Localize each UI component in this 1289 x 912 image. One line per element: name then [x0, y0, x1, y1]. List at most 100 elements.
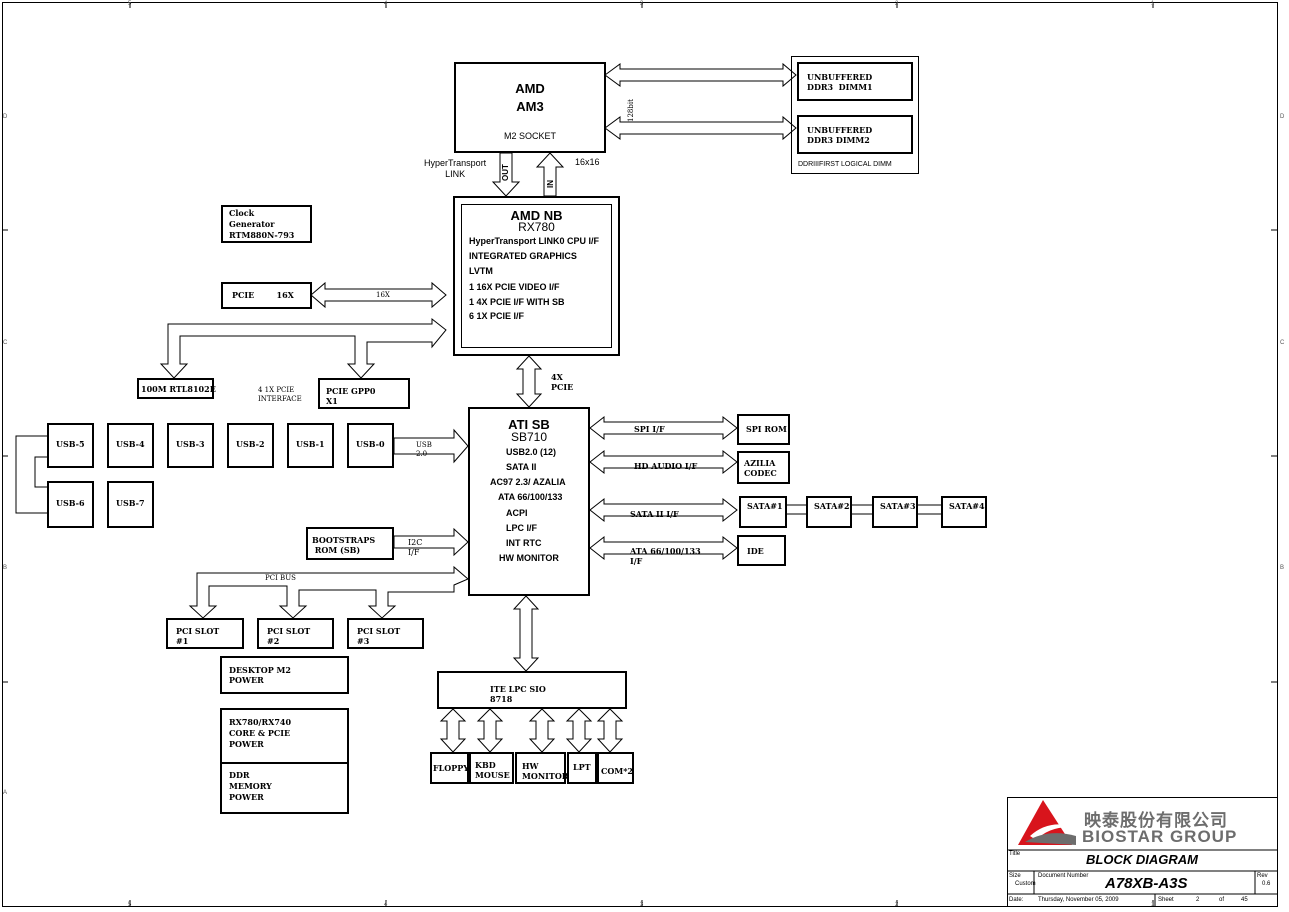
nb-feature-1: INTEGRATED GRAPHICS: [469, 251, 577, 261]
usb-loop-wire: [15, 435, 47, 514]
pcie-x1-interface-label: 4 1X PCIE INTERFACE: [258, 386, 302, 403]
nb-feature-2: LVTM: [469, 266, 493, 276]
frame-col-3: 3: [640, 1, 644, 7]
spi-rom-label: SPI ROM: [746, 424, 787, 434]
azalia-codec-label: AZILIA CODEC: [744, 458, 777, 478]
pci-slot-3-label: PCI SLOT #3: [357, 626, 401, 646]
date-value: Thursday, November 05, 2009: [1038, 897, 1119, 903]
usb-port-3-label: USB-3: [176, 439, 205, 449]
southbridge-block: ATI SB SB710 USB2.0 (12) SATA II AC97 2.…: [468, 407, 590, 596]
rev-label: Rev: [1257, 873, 1268, 879]
arrow-ht-in: [535, 152, 565, 197]
cpu-block: AMD AM3 M2 SOCKET: [454, 62, 606, 153]
usb-port-2-label: USB-2: [236, 439, 265, 449]
arrow-cpu-dimm1: [604, 62, 797, 88]
cpu-title-socket: AM3: [516, 99, 544, 114]
lan-label: 100M RTL8102E: [141, 384, 216, 394]
ddr-group: [791, 56, 919, 174]
sata-port-3-label: SATA#3: [880, 501, 916, 511]
pci-slot-3: PCI SLOT #3: [347, 618, 424, 649]
usb-port-6: USB-6: [47, 481, 94, 528]
arrow-pcie-x1-tree: [159, 317, 447, 379]
nb-feature-0: HyperTransport LINK0 CPU I/F: [469, 236, 600, 246]
lpt-label: LPT: [573, 762, 591, 772]
frame-row-d: D: [3, 114, 8, 120]
sheet-total: 45: [1241, 897, 1248, 903]
usb-port-1: USB-1: [287, 423, 334, 468]
pci-slot-1-label: PCI SLOT #1: [176, 626, 220, 646]
lpt-block: LPT: [567, 752, 597, 784]
frame-row-d-right: D: [1280, 114, 1285, 120]
frame-row-c: C: [3, 340, 8, 346]
usb-port-5-label: USB-5: [56, 439, 85, 449]
azalia-codec-block: AZILIA CODEC: [737, 451, 790, 484]
i2c-bus-label: I2C I/F: [408, 538, 423, 557]
nb-feature-3: 1 16X PCIE VIDEO I/F: [469, 282, 560, 292]
frame-col-5: 5: [128, 1, 132, 7]
ide-label: IDE: [747, 546, 764, 556]
sata-port-2-label: SATA#2: [814, 501, 850, 511]
nb-feature-5: 6 1X PCIE I/F: [469, 311, 525, 321]
arrow-pci-bus: [188, 565, 469, 619]
ht-out-label: OUT: [501, 164, 510, 181]
arrow-usb: [393, 428, 469, 464]
spi-bus-label: SPI I/F: [634, 424, 665, 434]
dimm2-label: UNBUFFERED DDR3 DIMM2: [807, 125, 873, 145]
size-value: Custom: [1015, 881, 1036, 887]
sheet-label: Sheet: [1158, 897, 1174, 903]
pci-bus-label: PCI BUS: [265, 574, 296, 582]
dimm2-block: UNBUFFERED DDR3 DIMM2: [797, 115, 913, 154]
dimm1-block: UNBUFFERED DDR3 DIMM1: [797, 62, 913, 101]
company-name-chinese: 映泰股份有限公司: [1084, 811, 1228, 831]
pcie-gpp0-label: PCIE GPP0 X1: [326, 386, 376, 406]
nb-feature-4: 1 4X PCIE I/F WITH SB: [469, 297, 565, 307]
usb-port-1-label: USB-1: [296, 439, 325, 449]
sb-feature-4: ACPI: [506, 508, 528, 518]
frame-col-4: 4: [384, 1, 388, 7]
sb-feature-0: USB2.0 (12): [506, 447, 557, 457]
sata-port-1-label: SATA#1: [747, 501, 783, 511]
usb-port-7-label: USB-7: [116, 498, 145, 508]
kbd-mouse-block: KBD MOUSE: [469, 752, 514, 784]
arrow-sata: [589, 497, 738, 523]
sb-feature-2: AC97 2.3/ AZALIA: [490, 477, 566, 487]
hw-monitor-label: HW MONITOR: [522, 761, 569, 781]
ht-link-label: HyperTransport LINK: [424, 158, 487, 179]
core-ddr-power-block: RX780/RX740 CORE & PCIE POWER DDR MEMORY…: [220, 708, 349, 814]
cpu-title-vendor: AMD: [515, 81, 545, 96]
frame-row-b: B: [3, 565, 8, 571]
arrow-bootstraps: [393, 527, 469, 557]
sb-feature-7: HW MONITOR: [499, 553, 559, 563]
usb-port-0-label: USB-0: [356, 439, 385, 449]
rev-value: 0.6: [1262, 881, 1271, 887]
pcie16-slot-block: PCIE 16X: [221, 282, 312, 309]
pci-slot-1: PCI SLOT #1: [166, 618, 244, 649]
lan-block: 100M RTL8102E: [137, 378, 216, 399]
usb-port-0: USB-0: [347, 423, 394, 468]
sata-port-3: SATA#3: [872, 496, 918, 528]
nb-model: RX780: [518, 220, 555, 234]
frame-row-c-right: C: [1280, 340, 1285, 346]
dimm1-label: UNBUFFERED DDR3 DIMM1: [807, 72, 873, 92]
arrow-sb-sio: [512, 595, 540, 672]
title-block-lines: [1007, 797, 1278, 907]
ht-width-label: 16x16: [575, 157, 600, 167]
pci-slot-2-label: PCI SLOT #2: [267, 626, 311, 646]
size-field-label: Size: [1009, 873, 1021, 879]
floppy-block: FLOPPY: [430, 752, 469, 784]
date-label: Date:: [1009, 897, 1024, 903]
sb-title: ATI SB: [508, 417, 550, 432]
usb-port-2: USB-2: [227, 423, 274, 468]
sata-port-2: SATA#2: [806, 496, 852, 528]
pcie-gpp0-block: PCIE GPP0 X1: [318, 378, 410, 409]
usb-port-7: USB-7: [107, 481, 154, 528]
northbridge-inner-border: [461, 204, 612, 348]
lpc-sio-label: ITE LPC SIO 8718: [490, 684, 546, 704]
power-divider: [222, 762, 347, 764]
arrow-nb-sb: [515, 355, 543, 408]
sata-port-4-label: SATA#4: [949, 501, 985, 511]
usb-port-4-label: USB-4: [116, 439, 145, 449]
arrow-pcie16: [310, 281, 447, 309]
hd-audio-bus-label: HD AUDIO I/F: [634, 461, 698, 471]
